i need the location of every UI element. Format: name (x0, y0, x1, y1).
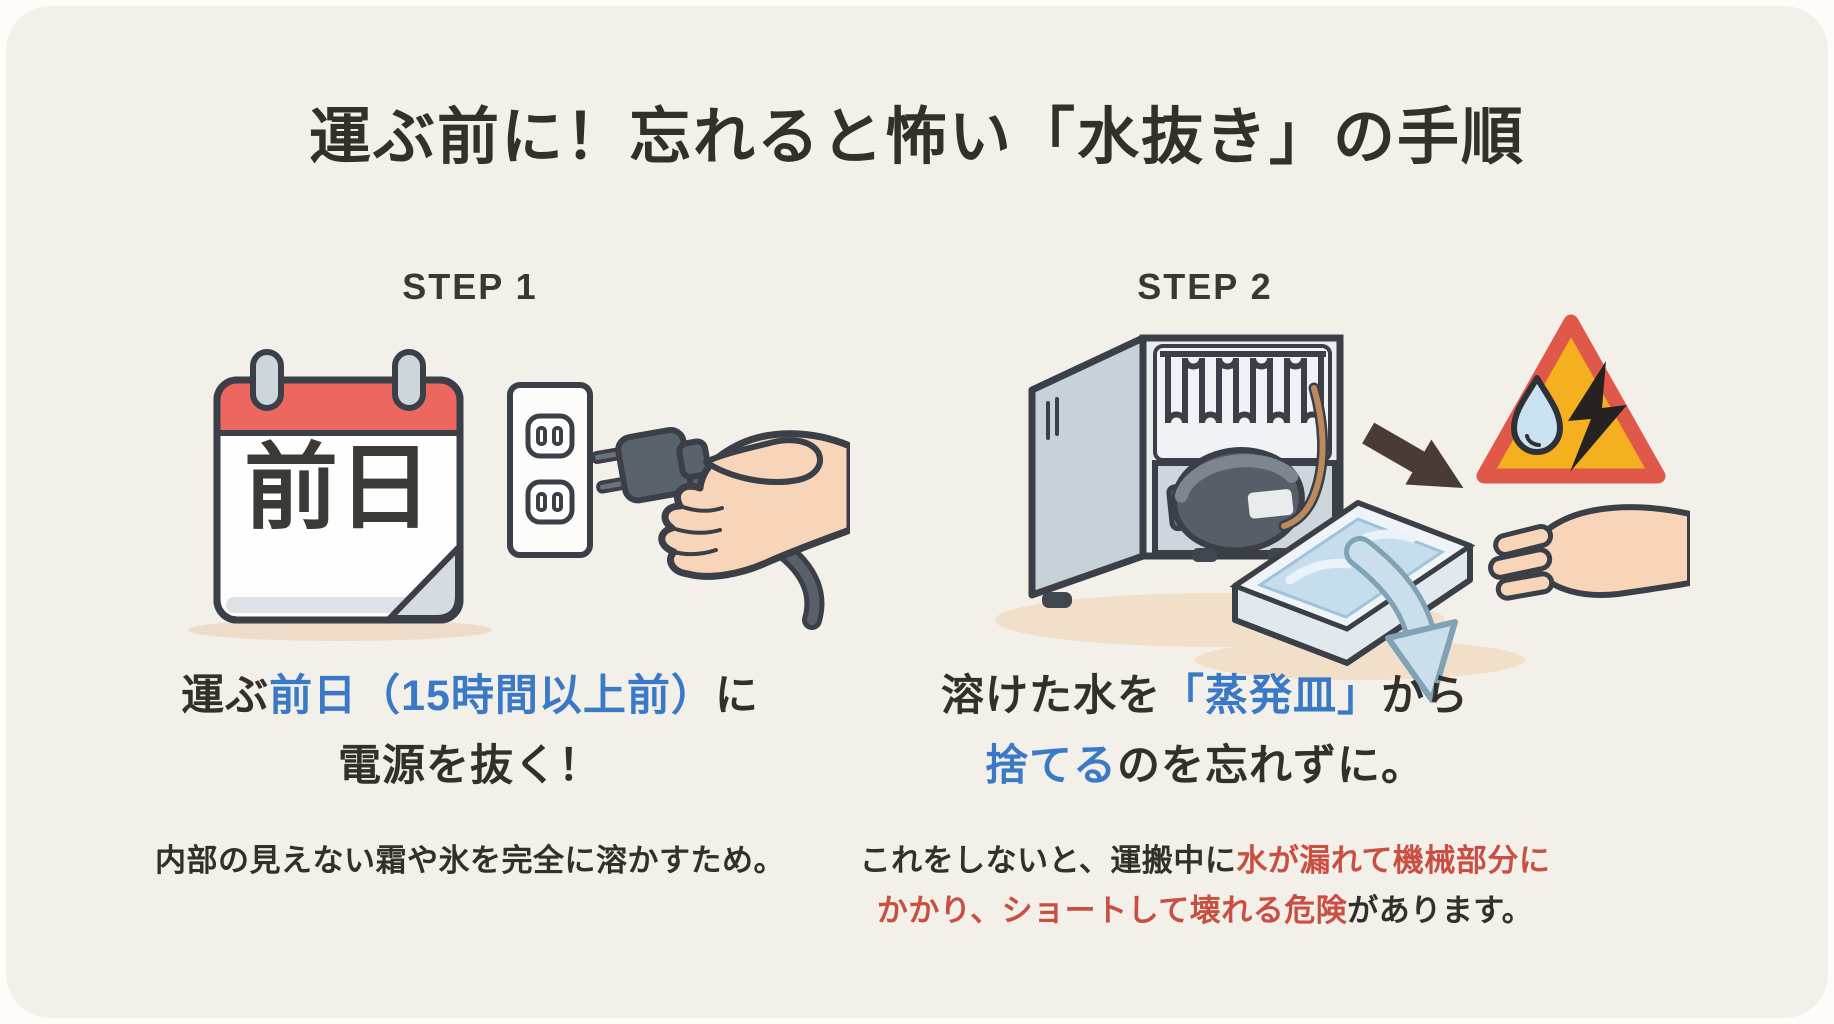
calendar-icon: 前日 (188, 349, 492, 641)
calendar-day-text: 前日 (244, 435, 432, 540)
step1-illustration: 前日 (188, 349, 850, 641)
step2-note: これをしないと、運搬中に水が漏れて機械部分に かかり、ショートして壊れる危険があ… (825, 836, 1585, 935)
lightning-icon (1568, 361, 1627, 472)
step2-note-warning: かかり、ショートして壊れる危険 (876, 892, 1348, 928)
copper-pipe (1278, 382, 1329, 532)
step2-note-line2: かかり、ショートして壊れる危険があります。 (825, 886, 1585, 936)
step1-note: 内部の見えない霜や氷を完全に溶かすため。 (120, 836, 820, 886)
step2-heading-highlight: 「蒸発皿」 (1161, 672, 1381, 720)
hand-icon (658, 430, 850, 580)
step1-heading: 運ぶ前日（15時間以上前）に 電源を抜く！ (120, 662, 820, 801)
step1-heading-text: 電源を抜く！ (338, 741, 602, 790)
step1-heading-text: に (714, 672, 759, 720)
water (1256, 517, 1446, 619)
compressor-icon (1166, 447, 1305, 554)
arrow-right-icon (1362, 422, 1464, 488)
thumb (703, 437, 823, 485)
finger-lines (670, 504, 724, 557)
step2-heading-line1: 溶けた水を「蒸発皿」から (825, 662, 1585, 732)
plug-icon (590, 427, 712, 504)
step2-illustration (995, 314, 1690, 703)
step2-note-text: があります。 (1347, 892, 1534, 928)
page-title: 運ぶ前に！忘れると怖い「水抜き」の手順 (308, 103, 1525, 172)
step2-heading-highlight: 捨てる (985, 741, 1117, 790)
fingers (1488, 524, 1555, 601)
outlet-icon (507, 382, 593, 558)
step1-label: STEP 1 (402, 266, 538, 307)
step2-note-warning: 水が漏れて機械部分に (1236, 843, 1551, 878)
hand-icon (1488, 504, 1690, 601)
step2-heading: 溶けた水を「蒸発皿」から 捨てるのを忘れずに。 (825, 662, 1585, 801)
step2-note-text: これをしないと、運搬中に (859, 843, 1237, 878)
condenser-coils (1165, 355, 1324, 424)
step2-note-line1: これをしないと、運搬中に水が漏れて機械部分に (825, 836, 1585, 886)
step1-heading-highlight: 前日（15時間以上前） (269, 672, 715, 720)
step2-heading-text: 溶けた水を (941, 672, 1161, 720)
warning-triangle (1476, 314, 1666, 484)
water-electric-warning-icon (1476, 314, 1666, 484)
step1-note-text: 内部の見えない霜や氷を完全に溶かすため。 (155, 843, 785, 878)
calendar-rings (250, 349, 426, 411)
droplet-icon (1511, 375, 1563, 455)
page-curl (387, 545, 461, 621)
step1-heading-text: 運ぶ (181, 672, 270, 720)
step1-heading-line2: 電源を抜く！ (120, 732, 820, 802)
step2-heading-text: から (1381, 672, 1469, 720)
arrow-down-icon (1344, 536, 1458, 703)
fridge-back-icon (1028, 334, 1344, 608)
step2-heading-text: のを忘れずに。 (1117, 741, 1425, 790)
step2-heading-line2: 捨てるのを忘れずに。 (825, 732, 1585, 802)
step2-label: STEP 2 (1137, 266, 1273, 307)
step1-heading-line1: 運ぶ前日（15時間以上前）に (120, 662, 820, 732)
